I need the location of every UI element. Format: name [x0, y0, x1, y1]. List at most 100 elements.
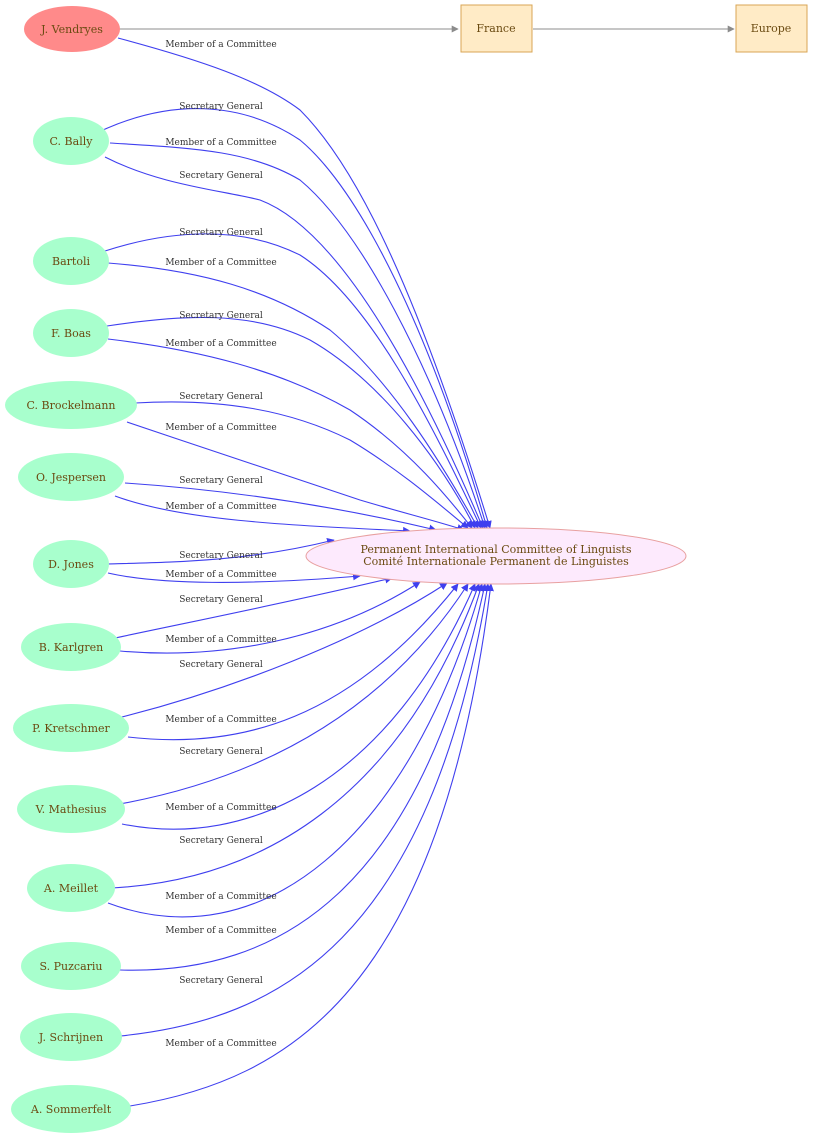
edge-label-member: Member of a Committee	[165, 635, 276, 645]
edge-mathesius-secretary	[119, 583, 469, 805]
edge-mathesius-member	[121, 583, 476, 830]
edge-label-secretary: Secretary General	[179, 392, 263, 402]
node-boas[interactable]: F. Boas	[33, 309, 109, 357]
node-label: Bartoli	[52, 255, 90, 268]
edge-karlgren-member	[119, 581, 421, 654]
edge-label-member: Member of a Committee	[165, 892, 276, 902]
edge-jespersen-member	[114, 495, 411, 535]
node-shape	[11, 1085, 131, 1133]
node-shape	[17, 785, 125, 833]
edge-label-member: Member of a Committee	[165, 570, 276, 580]
edge-sommerfelt-member	[129, 583, 494, 1107]
node-karlgren[interactable]: B. Karlgren	[21, 623, 121, 671]
node-shape	[735, 4, 808, 53]
edge-boas-member	[107, 338, 473, 529]
edge-boas-secretary	[106, 316, 476, 529]
edge-label-secretary: Secretary General	[179, 551, 263, 561]
node-label: F. Boas	[51, 327, 91, 340]
edge-bartoli-secretary	[104, 233, 482, 529]
edge-label-member: Member of a Committee	[165, 1039, 276, 1049]
node-shape	[27, 864, 115, 912]
node-shape	[33, 237, 109, 285]
edge-labels: Member of a Committee Secretary General …	[165, 40, 276, 1049]
edge-label-member: Member of a Committee	[165, 339, 276, 349]
node-committee[interactable]: Permanent International Committee of Lin…	[305, 527, 687, 585]
edge-label-member: Member of a Committee	[165, 258, 276, 268]
node-label-line2: Comité Internationale Permanent de Lingu…	[363, 555, 629, 568]
node-shape	[33, 540, 109, 588]
node-europe[interactable]: Europe	[735, 4, 808, 53]
edge-label-secretary: Secretary General	[179, 228, 263, 238]
node-label: A. Meillet	[43, 882, 99, 895]
node-shape	[33, 309, 109, 357]
node-shape	[33, 117, 109, 165]
node-jones[interactable]: D. Jones	[33, 540, 109, 588]
node-shape	[24, 6, 120, 52]
edge-karlgren-secretary	[114, 575, 393, 639]
edge-label-secretary: Secretary General	[179, 102, 263, 112]
edge-label-member: Member of a Committee	[165, 138, 276, 148]
edge-brockelmann-secretary	[134, 401, 469, 529]
node-shape	[18, 453, 124, 501]
node-label: A. Sommerfelt	[30, 1103, 112, 1116]
edge-kretschmer-member	[127, 583, 459, 741]
edge-label-secretary: Secretary General	[179, 171, 263, 181]
edge-bartoli-member	[107, 262, 479, 529]
node-shape	[20, 1013, 122, 1061]
edge-label-member: Member of a Committee	[165, 423, 276, 433]
node-label: O. Jespersen	[36, 471, 106, 484]
node-shape	[5, 381, 137, 429]
edge-label-member: Member of a Committee	[165, 502, 276, 512]
edge-schrijnen-secretary	[119, 583, 491, 1037]
node-vendryes[interactable]: J. Vendryes	[24, 6, 120, 52]
node-label-line1: Permanent International Committee of Lin…	[361, 543, 632, 556]
nodes: J. Vendryes France Europe Permanent Inte…	[5, 4, 808, 1133]
node-sommerfelt[interactable]: A. Sommerfelt	[11, 1085, 131, 1133]
node-shape	[13, 704, 129, 752]
node-bartoli[interactable]: Bartoli	[33, 237, 109, 285]
edge-label-secretary: Secretary General	[179, 836, 263, 846]
node-label: J. Vendryes	[40, 23, 103, 36]
node-label: J. Schrijnen	[38, 1031, 103, 1044]
edge-label-member: Member of a Committee	[165, 803, 276, 813]
node-label: P. Kretschmer	[32, 722, 110, 735]
node-label: C. Bally	[50, 135, 94, 148]
edge-jespersen-secretary	[124, 482, 437, 533]
edge-label-secretary: Secretary General	[179, 976, 263, 986]
node-france[interactable]: France	[460, 4, 533, 53]
edge-jones-secretary	[107, 537, 335, 565]
node-brockelmann[interactable]: C. Brockelmann	[5, 381, 137, 429]
node-schrijnen[interactable]: J. Schrijnen	[20, 1013, 122, 1061]
edge-label-member: Member of a Committee	[165, 715, 276, 725]
node-label: France	[476, 22, 515, 35]
edge-bally-secretary-1	[102, 108, 489, 529]
edge-label-member: Member of a Committee	[165, 40, 276, 50]
edge-jones-member	[107, 572, 361, 583]
node-label: C. Brockelmann	[27, 399, 116, 412]
node-label: V. Mathesius	[35, 803, 107, 816]
edge-label-secretary: Secretary General	[179, 747, 263, 757]
edge-brockelmann-member	[126, 421, 465, 532]
edge-label-secretary: Secretary General	[179, 595, 263, 605]
edge-puzcariu-member	[119, 583, 488, 971]
node-shape	[460, 4, 533, 53]
node-label: D. Jones	[48, 558, 94, 571]
node-mathesius[interactable]: V. Mathesius	[17, 785, 125, 833]
node-shape	[21, 623, 121, 671]
node-jespersen[interactable]: O. Jespersen	[18, 453, 124, 501]
node-puzcariu[interactable]: S. Puzcariu	[21, 942, 121, 990]
edges	[102, 25, 735, 1107]
edge-kretschmer-secretary	[117, 582, 448, 719]
edge-bally-member	[109, 142, 487, 529]
node-label: Europe	[751, 22, 792, 35]
node-bally[interactable]: C. Bally	[33, 117, 109, 165]
edge-label-secretary: Secretary General	[179, 660, 263, 670]
edge-meillet-member	[107, 583, 484, 918]
edge-label-secretary: Secretary General	[179, 476, 263, 486]
edge-label-member: Member of a Committee	[165, 926, 276, 936]
node-kretschmer[interactable]: P. Kretschmer	[13, 704, 129, 752]
node-meillet[interactable]: A. Meillet	[27, 864, 115, 912]
node-label: S. Puzcariu	[40, 960, 103, 973]
edge-meillet-secretary	[111, 583, 481, 889]
